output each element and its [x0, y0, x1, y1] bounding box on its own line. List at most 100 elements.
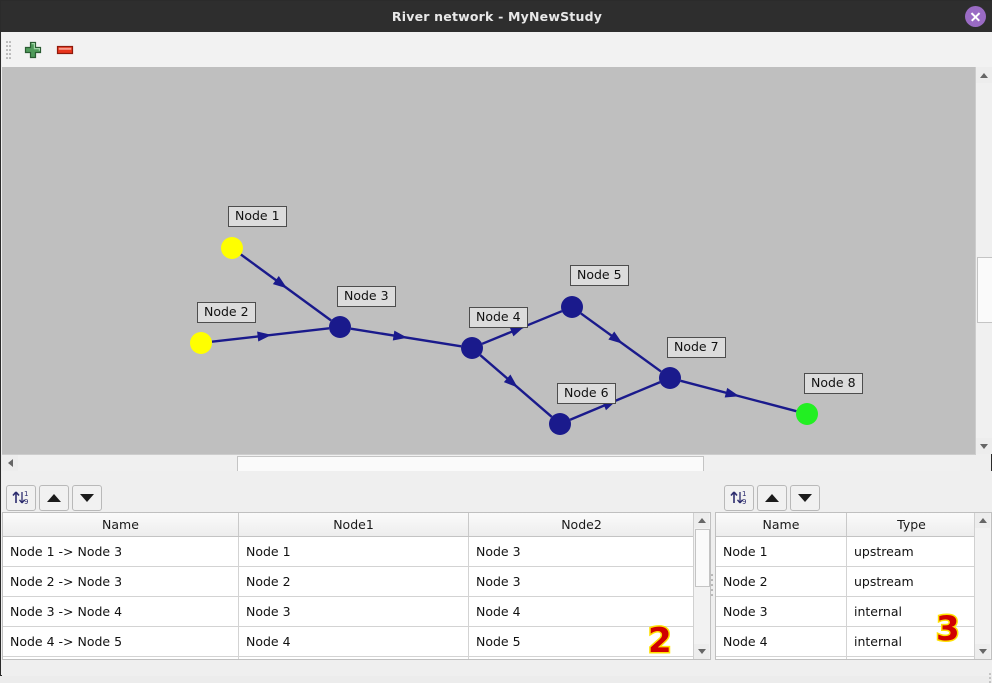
table-cell[interactable]: Node 1 — [239, 537, 469, 566]
table-cell[interactable]: Node 3 — [716, 597, 847, 626]
remove-minus-icon[interactable] — [54, 39, 76, 61]
graph-node-label[interactable]: Node 1 — [228, 206, 287, 227]
network-graph-svg — [190, 237, 818, 435]
reaches-table-column-header[interactable]: Name — [3, 513, 239, 536]
table-cell[interactable]: upstream — [847, 537, 977, 566]
table-cell[interactable] — [847, 657, 977, 659]
reaches-scroll-up-button[interactable] — [694, 513, 709, 528]
sort-icon[interactable]: 1 9 — [6, 485, 36, 511]
nodes-table-scrollbar[interactable] — [974, 513, 991, 659]
graph-node-label[interactable]: Node 6 — [557, 383, 616, 404]
graph-node-label[interactable]: Node 5 — [570, 265, 629, 286]
graph-node-label[interactable]: Node 2 — [197, 302, 256, 323]
graph-node-label[interactable]: Node 7 — [667, 337, 726, 358]
horizontal-splitter[interactable] — [2, 471, 992, 491]
nodes-table-column-header[interactable]: Type — [847, 513, 977, 536]
table-cell[interactable]: upstream — [847, 567, 977, 596]
graph-vscroll-thumb[interactable] — [977, 257, 992, 323]
graph-node[interactable] — [190, 332, 212, 354]
table-cell[interactable]: Node 3 — [469, 537, 695, 566]
graph-node[interactable] — [561, 296, 583, 318]
table-cell[interactable]: Node 4 — [239, 627, 469, 656]
graph-node[interactable] — [659, 367, 681, 389]
graph-node[interactable] — [796, 403, 818, 425]
table-row-empty[interactable] — [3, 657, 710, 659]
table-cell[interactable]: Node 4 -> Node 5 — [3, 627, 239, 656]
graph-node-label[interactable]: Node 8 — [804, 373, 863, 394]
reaches-table-column-header[interactable]: Node1 — [239, 513, 469, 536]
graph-vertical-scrollbar[interactable] — [975, 67, 992, 454]
edge-arrow-icon — [724, 387, 740, 398]
window-title: River network - MyNewStudy — [391, 9, 603, 24]
svg-text:9: 9 — [742, 498, 746, 506]
graph-node[interactable] — [549, 413, 571, 435]
graph-nodes — [190, 237, 818, 435]
tables-vertical-splitter[interactable] — [711, 512, 715, 660]
arrow-up-icon[interactable] — [757, 485, 787, 511]
sort-icon[interactable]: 1 9 — [724, 485, 754, 511]
scroll-left-button[interactable] — [2, 455, 18, 471]
scroll-down-button[interactable] — [976, 438, 992, 454]
table-cell[interactable]: Node 2 — [239, 567, 469, 596]
annotation-number-3: 3 — [935, 608, 962, 651]
graph-node[interactable] — [461, 337, 483, 359]
arrow-down-icon[interactable] — [72, 485, 102, 511]
reaches-table-column-header[interactable]: Node2 — [469, 513, 695, 536]
graph-node[interactable] — [329, 316, 351, 338]
title-bar: River network - MyNewStudy — [1, 1, 992, 32]
toolbar-drag-handle[interactable] — [6, 41, 11, 59]
table-cell[interactable]: Node 2 — [716, 567, 847, 596]
network-canvas[interactable]: Node 1 Node 2 Node 3 Node 4 Node 5 Node 6 Node… — [2, 67, 976, 454]
table-cell[interactable]: Node 3 -> Node 4 — [3, 597, 239, 626]
nodes-scroll-up-button[interactable] — [975, 513, 990, 528]
graph-node-label[interactable]: Node 3 — [337, 286, 396, 307]
table-cell[interactable]: Node 2 -> Node 3 — [3, 567, 239, 596]
close-icon[interactable] — [965, 6, 986, 27]
nodes-scroll-down-button[interactable] — [975, 644, 990, 659]
graph-node[interactable] — [221, 237, 243, 259]
scrollbar-corner — [960, 455, 976, 471]
svg-text:1: 1 — [742, 490, 746, 498]
add-plus-icon[interactable] — [22, 39, 44, 61]
edge-arrow-icon — [608, 331, 623, 344]
reaches-scroll-down-button[interactable] — [694, 644, 709, 659]
table-cell[interactable]: Node 1 — [716, 537, 847, 566]
scroll-up-button[interactable] — [976, 67, 992, 83]
table-cell[interactable]: Node 4 — [716, 627, 847, 656]
reaches-scroll-thumb[interactable] — [695, 529, 710, 587]
table-cell[interactable]: Node 3 — [239, 597, 469, 626]
nodes-table-column-header[interactable]: Name — [716, 513, 847, 536]
svg-text:9: 9 — [24, 498, 28, 506]
table-cell[interactable] — [3, 657, 239, 659]
table-cell[interactable] — [716, 657, 847, 659]
table-cell[interactable] — [239, 657, 469, 659]
edge-arrow-icon — [257, 331, 272, 342]
reaches-toolbar: 1 9 — [2, 482, 711, 512]
reaches-table-scrollbar[interactable] — [693, 513, 710, 659]
graph-horizontal-scrollbar[interactable] — [2, 454, 976, 472]
graph-hscroll-thumb[interactable] — [237, 456, 704, 472]
table-cell[interactable]: Node 1 -> Node 3 — [3, 537, 239, 566]
graph-node-label[interactable]: Node 4 — [469, 307, 528, 328]
table-row-empty[interactable] — [716, 657, 991, 659]
arrow-up-icon[interactable] — [39, 485, 69, 511]
nodes-toolbar: 1 9 — [715, 482, 992, 512]
arrow-down-icon[interactable] — [790, 485, 820, 511]
table-cell[interactable]: Node 3 — [469, 567, 695, 596]
